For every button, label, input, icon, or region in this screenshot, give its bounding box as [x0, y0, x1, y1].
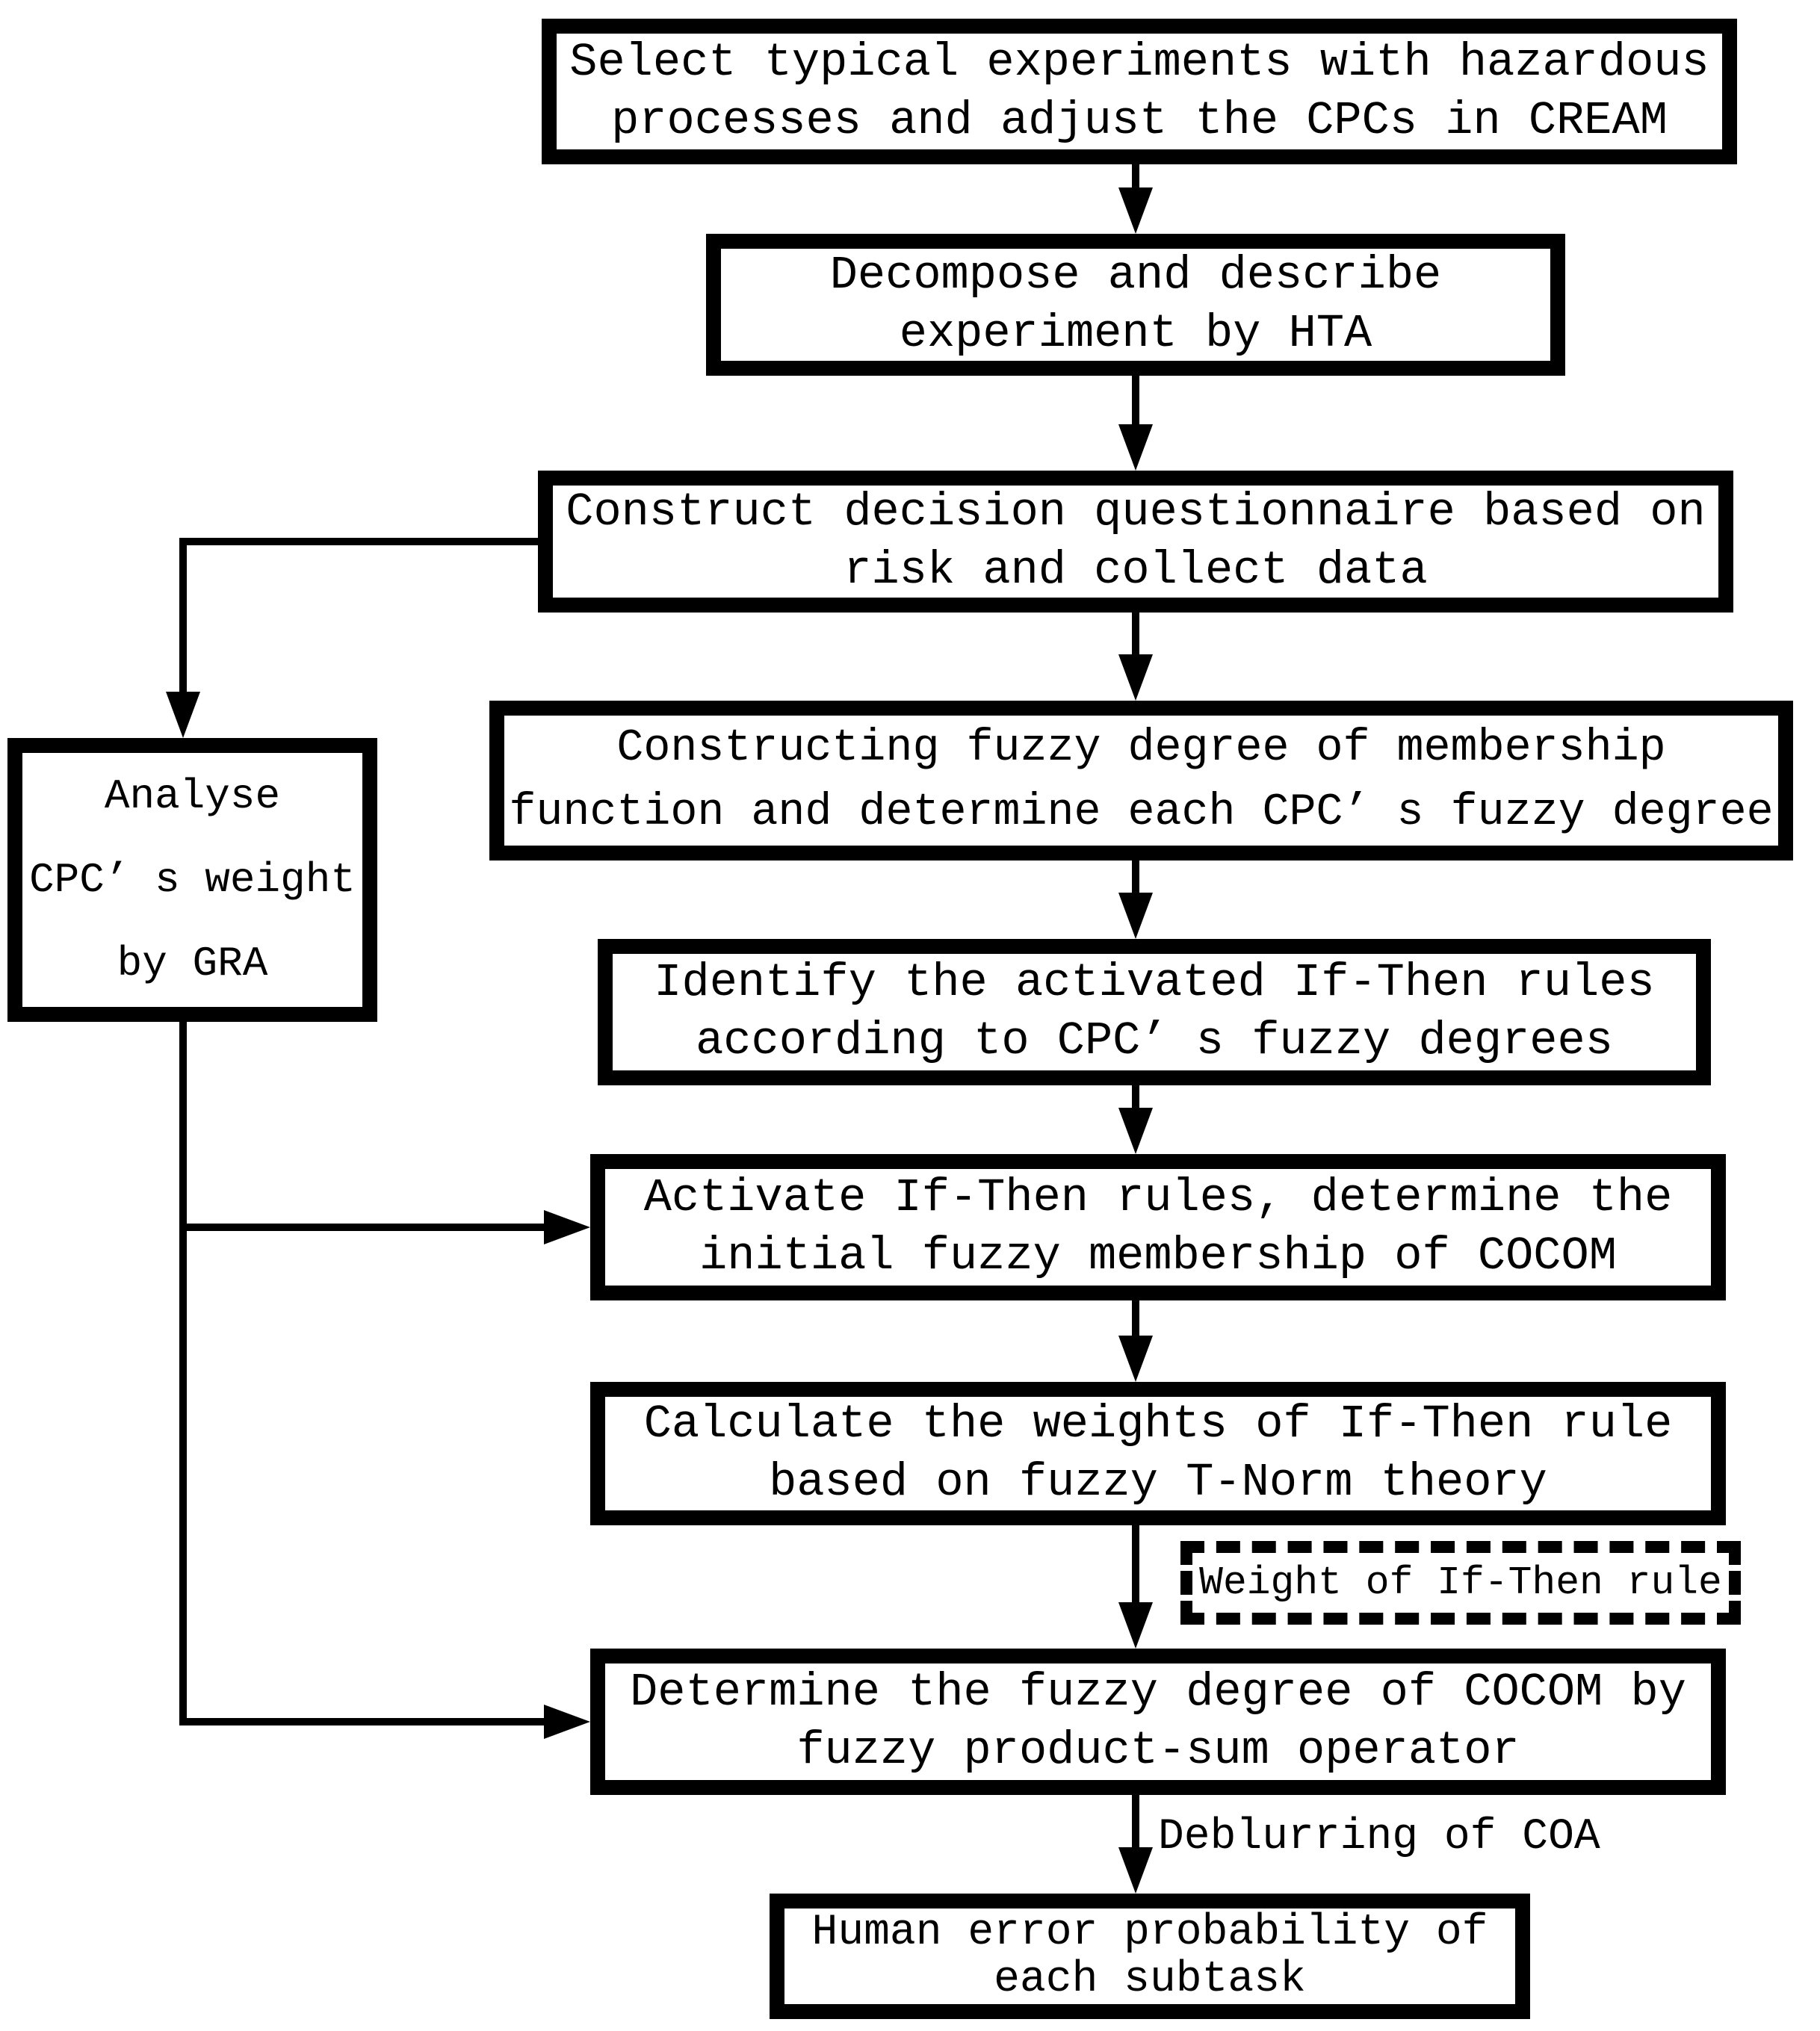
step-text-line: processes and adjust the CPCs in CREAM [611, 93, 1668, 147]
step-text-line: by GRA [117, 940, 268, 987]
step-text-line: Identify the activated If-Then rules [654, 956, 1655, 1009]
step-text-line: Activate If-Then rules, determine the [643, 1171, 1673, 1224]
edge-label-deblurring-of-coa: Deblurring of COA [1158, 1813, 1600, 1861]
step-text-line: Construct decision questionnaire based o… [566, 486, 1706, 539]
step-text-line: Decompose and describe [829, 249, 1442, 302]
step-text-line: Select typical experiments with hazardou… [569, 35, 1709, 89]
step-construct-questionnaire: Construct decision questionnaire based o… [538, 471, 1733, 613]
note-text-line: Weight of If-Then rule [1199, 1560, 1722, 1605]
step-text-line: Constructing fuzzy degree of membership [616, 723, 1666, 774]
step-text-line: according to CPC’ s fuzzy degrees [696, 1014, 1613, 1067]
step-human-error-probability: Human error probability of each subtask [770, 1894, 1530, 2019]
step-text-line: risk and collect data [844, 544, 1428, 597]
step-text-line: fuzzy product-sum operator [796, 1724, 1520, 1777]
step-text-line: Determine the fuzzy degree of COCOM by [630, 1666, 1686, 1719]
step-membership-function: Constructing fuzzy degree of membership … [489, 701, 1793, 861]
step-identify-if-then-rules: Identify the activated If-Then rules acc… [598, 939, 1711, 1085]
step-text-line: Analyse [104, 772, 281, 820]
step-text-line: based on fuzzy T-Norm theory [769, 1456, 1547, 1509]
step-calculate-rule-weights: Calculate the weights of If-Then rule ba… [590, 1382, 1726, 1525]
note-weight-of-if-then-rule: Weight of If-Then rule [1180, 1541, 1741, 1625]
step-determine-cocom-fuzzy-degree: Determine the fuzzy degree of COCOM by f… [590, 1649, 1726, 1795]
step-text-line: initial fuzzy membership of COCOM [699, 1230, 1617, 1283]
step-text-line: function and determine each CPC’ s fuzzy… [509, 787, 1774, 838]
step-text-line: Human error probability of [811, 1908, 1488, 1957]
step-analyse-cpc-weight-gra: Analyse CPC’ s weight by GRA [7, 738, 377, 1022]
step-text-line: CPC’ s weight [29, 856, 356, 904]
step-activate-if-then-rules: Activate If-Then rules, determine the in… [590, 1154, 1726, 1300]
step-text-line: each subtask [994, 1956, 1306, 2004]
step-text-line: Calculate the weights of If-Then rule [643, 1398, 1673, 1451]
step-select-experiments: Select typical experiments with hazardou… [542, 19, 1737, 164]
step-decompose-hta: Decompose and describe experiment by HTA [706, 234, 1565, 376]
step-text-line: experiment by HTA [899, 307, 1372, 360]
